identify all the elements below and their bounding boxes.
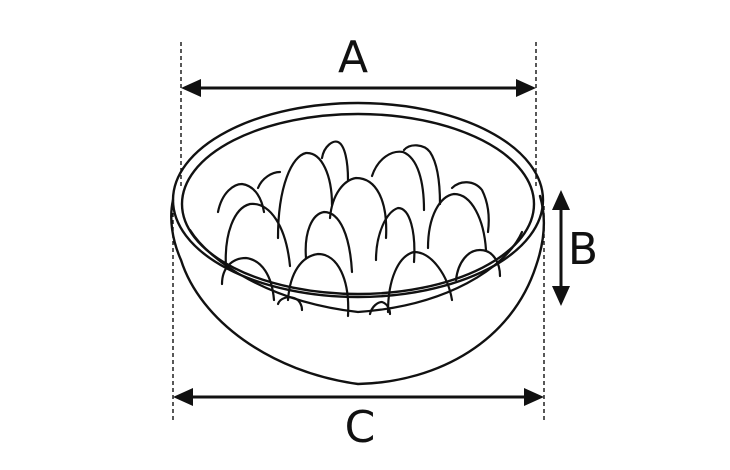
feeder-bump: [276, 296, 304, 312]
feeder-bump: [450, 181, 490, 234]
feeder-bump: [286, 252, 350, 318]
dimension-a-arrowhead-right: [516, 79, 536, 97]
feeder-bump: [454, 248, 502, 282]
dimension-c-arrowhead-left: [173, 388, 193, 406]
feeder-bump: [256, 170, 282, 190]
feeder-bump: [328, 176, 388, 240]
feeder-bump: [426, 192, 488, 252]
feeder-bump: [374, 206, 416, 264]
dimension-a: A: [181, 32, 536, 97]
dimension-c: C: [173, 388, 544, 453]
extension-lines: [172, 42, 545, 420]
dimension-c-arrowhead-right: [524, 388, 544, 406]
feeder-bump: [304, 210, 354, 274]
feeder-bump: [386, 250, 454, 314]
feeder-bump: [368, 300, 392, 316]
dimension-b-label: B: [568, 224, 598, 275]
bowl-inner-floor: [188, 228, 524, 314]
feeder-bump: [276, 151, 334, 240]
feeder-bump: [402, 144, 442, 206]
dimension-b-arrowhead-top: [552, 190, 570, 210]
feeder-bump: [224, 202, 292, 270]
dimension-c-label: C: [345, 402, 376, 453]
feeder-bump: [370, 150, 426, 212]
dimension-a-arrowhead-left: [181, 79, 201, 97]
bowl-illustration: [170, 101, 545, 386]
dimension-b: B: [552, 190, 598, 306]
feeder-bump: [220, 256, 276, 302]
dimension-b-arrowhead-bottom: [552, 286, 570, 306]
bowl-inner-rim: [180, 112, 536, 296]
feeder-bump: [320, 140, 350, 182]
bowl-outer-rim: [171, 101, 545, 299]
bowl-outer-body: [170, 194, 545, 386]
feeder-bumps: [216, 140, 502, 318]
dimension-a-label: A: [338, 32, 368, 83]
feeder-bump: [216, 182, 266, 214]
